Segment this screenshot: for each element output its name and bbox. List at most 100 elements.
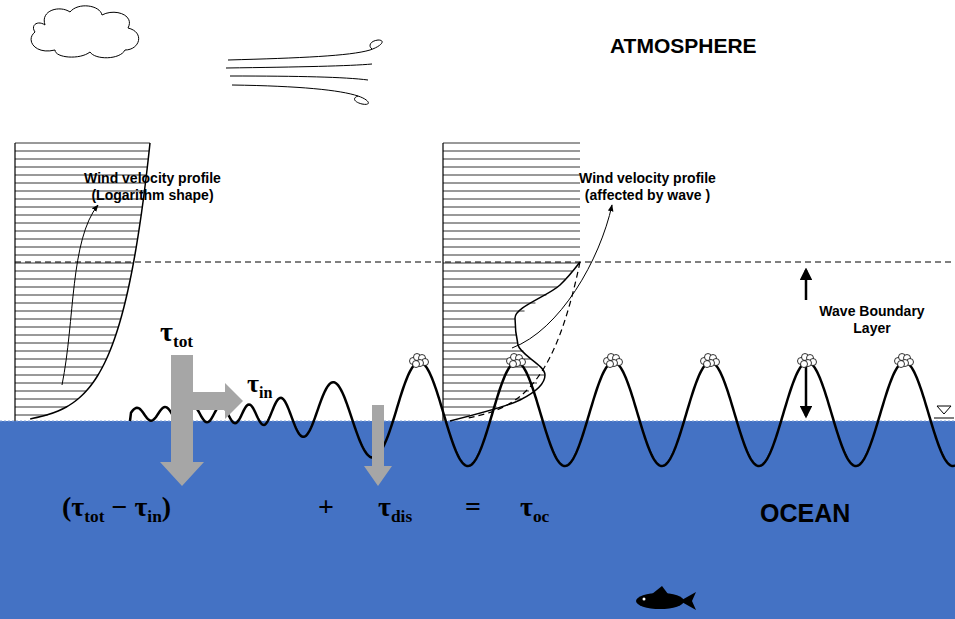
drawing-stroke bbox=[443, 319, 515, 320]
drawing-stroke bbox=[15, 167, 147, 168]
dissipation-stress-arrow bbox=[364, 405, 392, 486]
drawing-stroke bbox=[507, 354, 526, 368]
mean-water-level bbox=[0, 421, 955, 422]
drawing-stroke bbox=[607, 361, 614, 368]
drawing-stroke bbox=[15, 351, 110, 352]
text-run: in bbox=[147, 507, 161, 526]
text-run: Wave Boundary Layer bbox=[819, 303, 924, 336]
drawing-stroke bbox=[15, 247, 136, 248]
drawing-stroke bbox=[443, 407, 497, 408]
drawing-stroke bbox=[443, 239, 580, 240]
drawing-stroke bbox=[443, 327, 516, 328]
drawing-stroke bbox=[226, 64, 372, 68]
text-run: ATMOSPHERE bbox=[610, 34, 757, 57]
drawing-stroke bbox=[15, 255, 135, 256]
drawing-stroke bbox=[442, 143, 443, 421]
text-run: τ bbox=[520, 491, 533, 522]
drawing-stroke bbox=[443, 351, 523, 352]
stress-symbol: τin bbox=[247, 368, 307, 402]
drawing-stroke bbox=[15, 343, 113, 344]
text-run: tot bbox=[173, 332, 193, 351]
drawing-stroke bbox=[443, 199, 580, 200]
drawing-stroke bbox=[443, 391, 529, 392]
drawing-stroke bbox=[228, 40, 382, 60]
drawing-stroke bbox=[468, 262, 580, 418]
drawing-stroke bbox=[443, 399, 521, 400]
region-label: ATMOSPHERE bbox=[610, 33, 780, 58]
text-run: Wind velocity profile (Logarithm shape) bbox=[84, 170, 221, 203]
drawing-stroke bbox=[443, 215, 580, 216]
drawing-stroke bbox=[15, 335, 116, 336]
drawing-stroke bbox=[934, 418, 954, 419]
stress-symbol: τtot bbox=[160, 315, 230, 353]
drawing-stroke bbox=[443, 375, 545, 376]
drawing-stroke bbox=[15, 239, 138, 240]
text-run: oc bbox=[533, 507, 549, 526]
drawing-stroke bbox=[443, 191, 580, 192]
text-run: τ bbox=[160, 316, 173, 347]
text-run: τ bbox=[71, 491, 84, 522]
text-run: = bbox=[465, 491, 481, 522]
drawing-stroke bbox=[15, 295, 127, 296]
equation-term: (τtot − τin) bbox=[62, 490, 302, 528]
drawing-stroke bbox=[443, 311, 525, 312]
drawing-stroke bbox=[15, 159, 148, 160]
text-run: tot bbox=[84, 507, 104, 526]
drawing-stroke bbox=[15, 263, 133, 264]
callout-label: Wind velocity profile (affected by wave … bbox=[560, 170, 735, 204]
drawing-stroke bbox=[680, 592, 696, 610]
drawing-stroke bbox=[443, 335, 517, 336]
equation-term: τoc bbox=[520, 490, 600, 528]
dimension-arrow bbox=[805, 270, 808, 300]
drawing-stroke bbox=[798, 354, 817, 368]
drawing-stroke bbox=[443, 343, 518, 344]
drawing-stroke bbox=[443, 207, 580, 208]
drawing-stroke bbox=[443, 279, 565, 280]
drawing-stroke bbox=[895, 354, 914, 368]
drawing-stroke bbox=[937, 406, 951, 414]
drawing-stroke bbox=[510, 361, 517, 368]
drawing-stroke bbox=[15, 271, 132, 272]
drawing-stroke bbox=[15, 367, 103, 368]
drawing-stroke bbox=[15, 327, 118, 328]
text-run: τ bbox=[247, 369, 259, 398]
drawing-stroke bbox=[15, 375, 98, 376]
drawing-stroke bbox=[443, 247, 580, 248]
drawing-stroke bbox=[443, 383, 537, 384]
region-label: OCEAN bbox=[760, 498, 910, 528]
total-stress-arrow bbox=[160, 355, 243, 486]
drawing-stroke bbox=[15, 287, 129, 288]
text-run: ( bbox=[62, 491, 71, 522]
drawing-stroke bbox=[130, 362, 955, 466]
drawing-stroke bbox=[15, 279, 130, 280]
text-run: τ bbox=[134, 491, 147, 522]
drawing-stroke bbox=[801, 361, 808, 368]
dimension-label: Wave Boundary Layer bbox=[818, 303, 926, 337]
text-run: + bbox=[318, 491, 334, 522]
equation-term: τdis bbox=[378, 490, 458, 528]
drawing-stroke bbox=[704, 361, 711, 368]
text-run: τ bbox=[378, 491, 391, 522]
drawing-stroke bbox=[443, 151, 580, 152]
drawing-stroke bbox=[443, 183, 580, 184]
drawing-stroke bbox=[15, 303, 125, 304]
drawing-stroke bbox=[410, 354, 429, 368]
drawing-stroke bbox=[15, 143, 150, 144]
drawing-stroke bbox=[443, 175, 580, 176]
drawing-stroke bbox=[15, 383, 93, 384]
drawing-stroke bbox=[443, 263, 579, 264]
drawing-stroke bbox=[652, 586, 668, 594]
callout-label: Wind velocity profile (Logarithm shape) bbox=[65, 170, 240, 204]
drawing-stroke bbox=[443, 415, 470, 416]
equation-operator: = bbox=[465, 490, 495, 524]
drawing-stroke bbox=[443, 159, 580, 160]
fish bbox=[636, 586, 696, 610]
wave-affected-wind-profile bbox=[443, 143, 580, 421]
drawing-stroke bbox=[604, 354, 623, 368]
drawing-stroke bbox=[15, 231, 139, 232]
drawing-stroke bbox=[232, 85, 368, 104]
text-run: − bbox=[104, 491, 134, 522]
drawing-stroke bbox=[230, 76, 368, 80]
equation-operator: + bbox=[318, 490, 348, 524]
drawing-stroke bbox=[443, 295, 546, 296]
